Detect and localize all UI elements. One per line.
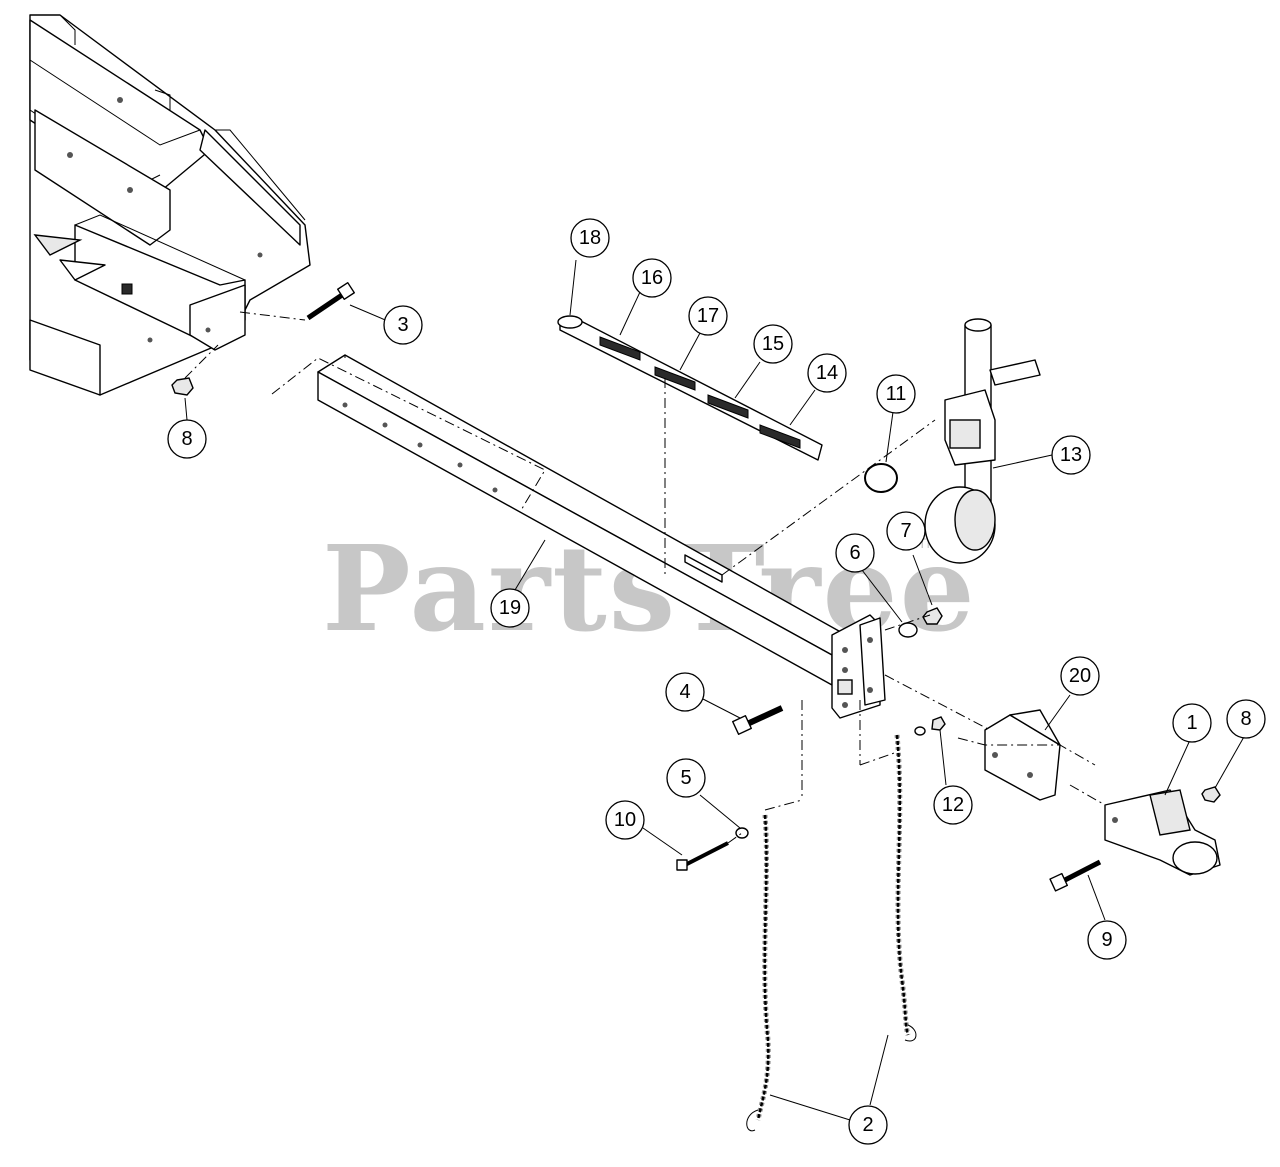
washer-12 — [914, 726, 926, 736]
callout-15: 15 — [753, 324, 793, 364]
callout-11: 11 — [876, 374, 916, 414]
callout-4: 4 — [665, 672, 705, 712]
svg-text:1: 1 — [1186, 712, 1197, 734]
svg-text:14: 14 — [816, 362, 838, 384]
callout-17: 17 — [688, 296, 728, 336]
svg-text:19: 19 — [499, 597, 521, 619]
washer-6 — [898, 622, 918, 638]
svg-text:12: 12 — [942, 794, 964, 816]
svg-text:6: 6 — [849, 542, 860, 564]
bolt-4 — [731, 705, 784, 736]
svg-text:2: 2 — [862, 1114, 873, 1136]
callout-10: 10 — [605, 800, 645, 840]
bolt-3 — [306, 282, 355, 321]
svg-text:8: 8 — [181, 428, 192, 450]
callout-20: 20 — [1060, 656, 1100, 696]
nut-12 — [931, 716, 946, 731]
callout-18: 18 — [570, 218, 610, 258]
svg-text:16: 16 — [641, 267, 663, 289]
mower-frame — [29, 14, 311, 396]
callout-3: 3 — [383, 305, 423, 345]
svg-text:20: 20 — [1069, 665, 1091, 687]
bracket-20 — [984, 709, 1061, 801]
hitch-coupler-1 — [1104, 789, 1221, 876]
svg-text:5: 5 — [680, 767, 691, 789]
callout-1: 1 — [1172, 703, 1212, 743]
decal-strip — [557, 315, 823, 461]
svg-text:15: 15 — [762, 333, 784, 355]
svg-text:7: 7 — [900, 520, 911, 542]
svg-text:17: 17 — [697, 305, 719, 327]
callout-13: 13 — [1051, 435, 1091, 475]
svg-text:9: 9 — [1101, 929, 1112, 951]
callout-2: 2 — [848, 1105, 888, 1145]
callout-12: 12 — [933, 785, 973, 825]
svg-text:13: 13 — [1060, 444, 1082, 466]
mounting-bracket — [831, 614, 886, 719]
washer-5 — [735, 827, 749, 839]
callout-7: 7 — [886, 511, 926, 551]
svg-text:10: 10 — [614, 809, 636, 831]
svg-text:18: 18 — [579, 227, 601, 249]
assembly-lines — [184, 311, 1106, 844]
svg-text:4: 4 — [679, 681, 690, 703]
callout-9: 9 — [1087, 920, 1127, 960]
nut-8-left — [171, 377, 194, 396]
nut-8-right — [1201, 786, 1221, 803]
bolt-9 — [1049, 859, 1102, 892]
bolt-10 — [676, 841, 729, 871]
callout-14: 14 — [807, 353, 847, 393]
svg-text:8: 8 — [1240, 708, 1251, 730]
retaining-ring-11 — [864, 463, 898, 493]
callout-5: 5 — [666, 758, 706, 798]
callout-19: 19 — [490, 588, 530, 628]
jack-stand-13 — [924, 318, 1041, 564]
leader-lines — [184, 259, 1246, 1121]
callout-6: 6 — [835, 533, 875, 573]
callout-16: 16 — [632, 258, 672, 298]
callout-8-left: 8 — [167, 419, 207, 459]
safety-chains-2 — [746, 734, 917, 1132]
svg-text:11: 11 — [886, 383, 907, 405]
callout-8-right: 8 — [1226, 699, 1266, 739]
svg-text:3: 3 — [397, 314, 408, 336]
